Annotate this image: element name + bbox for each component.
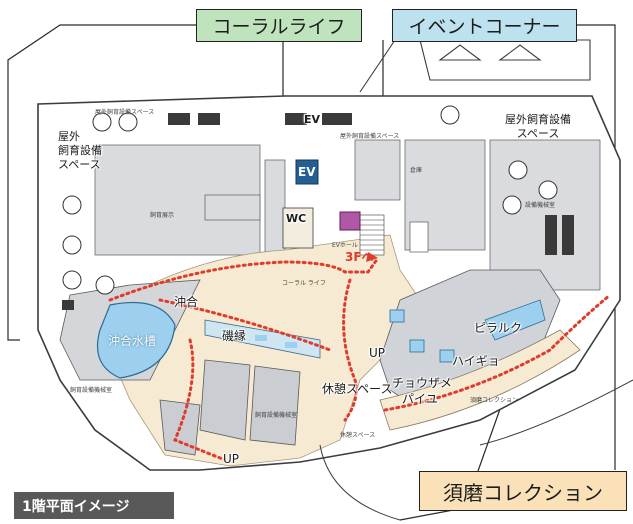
- rest-small-label: 休憩スペース: [340, 432, 376, 439]
- arrow-icon: [366, 252, 378, 262]
- okiai-tank: [96, 301, 176, 379]
- roof-structure: [359, 39, 591, 93]
- outdoor-eq-small-label: 屋外飼育設備スペース: [95, 109, 155, 116]
- chouzame-label: チョウザメ: [392, 376, 453, 390]
- lower-galleries: [159, 359, 301, 456]
- suma-collection-area: [379, 329, 581, 431]
- okiai-label: 沖合: [174, 295, 199, 309]
- ev-box-label: EV: [298, 165, 316, 179]
- breeding-room-label: 飼育展示: [150, 212, 175, 219]
- outdoor-left-label: 屋外 飼育設備 スペース: [58, 130, 102, 171]
- aqua-eq-label-2: 飼育設備機械室: [255, 412, 298, 419]
- plan-title: 1階平面イメージ: [14, 492, 174, 519]
- up-bottom-label: UP: [223, 452, 240, 466]
- right-tanks: [389, 299, 546, 363]
- equipment-blocks: [62, 113, 574, 310]
- coral-life-callout: コーラルライフ: [196, 9, 362, 42]
- elevator-hall-icon: [339, 211, 361, 231]
- rest-space-label: 休憩スペース: [322, 382, 393, 396]
- event-corner-callout: イベントコーナー: [392, 9, 577, 42]
- isoen-label: 磯縁: [222, 329, 247, 343]
- aqua-eq-label: 飼育設備機械室: [70, 387, 113, 394]
- outdoor-right-label: 屋外飼育設備 スペース: [505, 113, 571, 140]
- elevator-icon: [295, 159, 319, 185]
- wc-label: WC: [286, 212, 307, 225]
- up-center-label: UP: [369, 346, 386, 360]
- tree-icon: [62, 105, 558, 295]
- outdoor-eq-small-label-2: 屋外飼育設備スペース: [340, 133, 400, 140]
- okiai-tank-label: 沖合水槽: [108, 334, 157, 348]
- to-3f-label: 3Fへ: [345, 250, 374, 264]
- ev-hall-label: EVホール: [332, 242, 358, 249]
- coral-area-label: コーラル ライフ: [282, 280, 326, 287]
- equipment-label: 設備機械室: [525, 202, 556, 209]
- haikyo-label: ハイギョ: [452, 354, 500, 368]
- restroom-icon: [282, 207, 314, 249]
- storage-label: 倉庫: [410, 167, 423, 174]
- visitor-route: [108, 256, 612, 462]
- paiyu-label: パイユ: [402, 392, 438, 406]
- stair-lines: [360, 219, 384, 251]
- ev-top-label: EV: [304, 113, 321, 126]
- exterior-arcs: [319, 379, 633, 521]
- suma-collection-callout: 須磨コレクション: [419, 471, 627, 511]
- pirarku-label: ピラルク: [474, 321, 523, 335]
- suma-small-label: 須磨コレクション: [470, 397, 519, 404]
